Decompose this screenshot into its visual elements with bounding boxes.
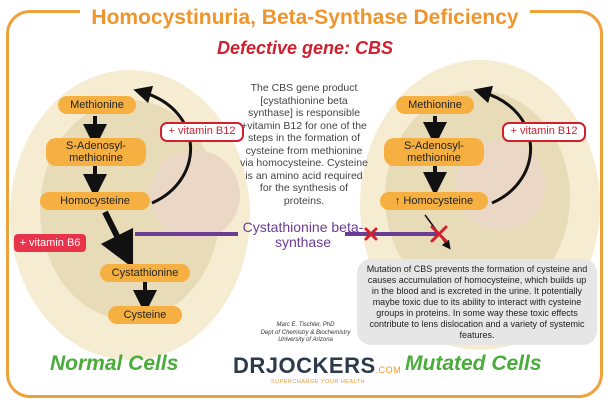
arrow-recycle-normal [133,85,192,205]
credit-block: Marc E. Tischler, PhD Dept of Chemistry … [238,322,373,345]
page-title: Homocystinuria, Beta-Synthase Deficiency [91,6,519,29]
normal-vitamin-b12: + vitamin B12 [160,122,244,142]
mutated-sam: S-Adenosyl- methionine [384,138,484,166]
block-x-icon-2 [430,225,448,243]
credit-dept: Dept of Chemistry & Biochemistry [260,329,351,336]
mutated-homocysteine: ↑ Homocysteine [380,192,488,210]
mutation-explanation: Mutation of CBS prevents the formation o… [357,259,597,345]
normal-cysteine: Cysteine [108,306,182,324]
logo-main: DRJOCKERS.COM [233,353,402,378]
arrow-hcy-cys [100,210,134,269]
page-subtitle: Defective gene: CBS [216,38,394,58]
drjockers-logo: DRJOCKERS.COM SUPERCHARGE YOUR HEALTH [233,353,401,393]
credit-name: Marc E. Tischler, PhD [276,322,335,328]
logo-tagline: SUPERCHARGE YOUR HEALTH [271,379,366,385]
normal-sam: S-Adenosyl- methionine [46,138,146,166]
label-normal-cells: Normal Cells [50,352,179,375]
cbs-description: The CBS gene product [cystathionine beta… [240,82,368,207]
enzyme-label: Cystathionine beta-synthase [242,219,364,250]
mutated-vitamin-b12: + vitamin B12 [502,122,586,142]
normal-cystathionine: Cystathionine [100,264,190,282]
label-mutated-cells: Mutated Cells [405,352,542,375]
normal-methionine: Methionine [58,96,136,114]
mutated-methionine: Methionine [396,96,474,114]
normal-homocysteine: Homocysteine [40,192,150,210]
arrow-recycle-mutated [473,85,532,205]
normal-vitamin-b6: + vitamin B6 [14,234,86,252]
credit-univ: University of Arizona [278,337,333,343]
block-x-icon-1 [364,227,378,241]
